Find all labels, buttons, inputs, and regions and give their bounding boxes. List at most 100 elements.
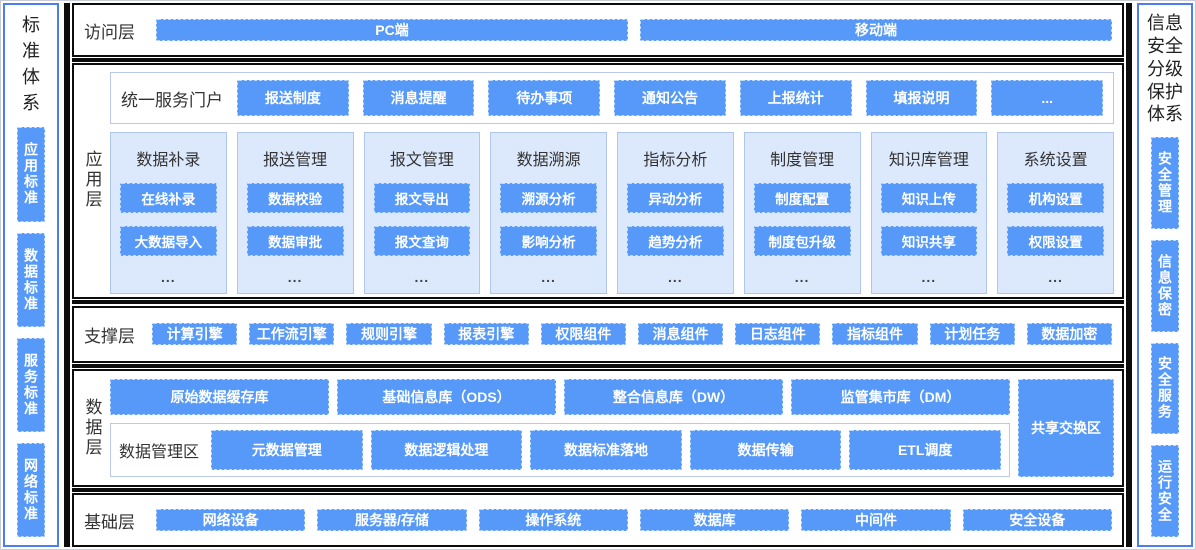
module-more-ellipsis: ...: [668, 269, 683, 286]
data-store-node: 监管集市库（DM）: [791, 378, 1010, 415]
module-more-ellipsis: ...: [287, 269, 303, 286]
layer-access: 访问层 PC端移动端: [72, 3, 1124, 57]
support-node: 指标组件: [832, 323, 918, 345]
standard-item: 服务标准: [17, 337, 45, 432]
module-title: 报送管理: [263, 152, 328, 170]
standard-item: 数据标准: [17, 232, 45, 327]
standards-sidebar: 标准体系 应用标准数据标准服务标准网络标准: [3, 3, 59, 547]
access-node: 移动端: [640, 19, 1112, 41]
data-management-node: ETL调度: [849, 429, 1001, 470]
module-title: 制度管理: [770, 152, 835, 170]
portal-label: 统一服务门户: [121, 90, 223, 110]
module-more-ellipsis: ...: [541, 269, 556, 286]
app-module-column: 制度管理制度配置制度包升级...: [743, 132, 861, 295]
data-stores-area: 原始数据缓存库基础信息库（ODS）整合信息库（DW）监管集市库（DM） 数据管理…: [110, 378, 1010, 477]
module-node: 知识共享: [880, 226, 978, 257]
support-node: 报表引擎: [443, 323, 529, 345]
app-module-column: 数据溯源溯源分析影响分析...: [490, 132, 607, 295]
security-sidebar: 信息安全分级保护体系 安全管理信息保密安全服务运行安全: [1137, 3, 1193, 547]
layer-divider: [72, 58, 1124, 63]
standard-item: 网络标准: [17, 442, 45, 537]
infrastructure-node: 操作系统: [478, 509, 628, 531]
layer-divider: [72, 363, 1124, 368]
security-item: 运行安全: [1151, 445, 1179, 537]
data-management-node: 数据逻辑处理: [370, 429, 523, 470]
app-module-column: 指标分析异动分析趋势分析...: [617, 132, 734, 295]
module-title: 数据溯源: [516, 152, 581, 170]
security-item: 安全管理: [1151, 137, 1179, 229]
standards-sidebar-items: 应用标准数据标准服务标准网络标准: [5, 127, 57, 537]
module-node: 异动分析: [627, 183, 724, 214]
support-node: 工作流引擎: [249, 323, 335, 345]
module-node: 机构设置: [1007, 183, 1104, 214]
security-item: 信息保密: [1151, 239, 1179, 332]
unified-service-portal: 统一服务门户 报送制度消息提醒待办事项通知公告上报统计填报说明...: [110, 72, 1114, 125]
portal-node: 填报说明: [865, 80, 978, 117]
infrastructure-node: 中间件: [801, 509, 951, 531]
data-management-node: 数据传输: [689, 429, 842, 470]
layer-label: 访问层: [84, 22, 135, 42]
support-node: 规则引擎: [346, 323, 432, 345]
layer-divider: [72, 487, 1124, 492]
module-node: 报文查询: [373, 226, 471, 257]
infrastructure-node: 服务器/存储: [317, 509, 467, 531]
module-more-ellipsis: ...: [161, 269, 176, 286]
support-node: 数据加密: [1026, 323, 1113, 345]
portal-node: 待办事项: [488, 80, 601, 117]
support-node: 计划任务: [929, 323, 1015, 345]
access-nodes: PC端移动端: [156, 19, 1112, 41]
portal-node: 报送制度: [237, 80, 349, 117]
application-content: 统一服务门户 报送制度消息提醒待办事项通知公告上报统计填报说明... 数据补录在…: [110, 72, 1114, 295]
module-node: 在线补录: [120, 183, 217, 214]
module-node: 大数据导入: [120, 226, 217, 257]
module-node: 影响分析: [500, 226, 597, 257]
module-node: 趋势分析: [627, 226, 724, 257]
data-management-label: 数据管理区: [119, 443, 200, 461]
application-modules: 数据补录在线补录大数据导入...报送管理数据校验数据审批...报文管理报文导出报…: [110, 132, 1114, 295]
module-title: 知识库管理: [888, 152, 969, 170]
main-layers: 访问层 PC端移动端 应用层 统一服务门户 报送制度消息提醒待办事项通知公告上报…: [64, 3, 1132, 547]
app-module-column: 报送管理数据校验数据审批...: [236, 132, 354, 295]
layer-label: 数据层: [82, 397, 102, 458]
module-node: 数据审批: [246, 226, 344, 257]
layer-label: 应用层: [82, 150, 102, 211]
portal-node: ...: [991, 80, 1104, 117]
portal-node: 通知公告: [614, 80, 726, 117]
module-node: 溯源分析: [500, 183, 597, 214]
layer-support: 支撑层 计算引擎工作流引擎规则引擎报表引擎权限组件消息组件日志组件指标组件计划任…: [72, 305, 1124, 363]
support-node: 计算引擎: [152, 323, 238, 345]
layer-data: 数据层 原始数据缓存库基础信息库（ODS）整合信息库（DW）监管集市库（DM） …: [72, 368, 1124, 487]
module-node: 权限设置: [1007, 226, 1104, 257]
support-nodes: 计算引擎工作流引擎规则引擎报表引擎权限组件消息组件日志组件指标组件计划任务数据加…: [152, 323, 1113, 345]
portal-nodes: 报送制度消息提醒待办事项通知公告上报统计填报说明...: [237, 80, 1104, 117]
layer-divider: [72, 300, 1124, 305]
module-node: 制度配置: [753, 183, 851, 214]
layer-label: 支撑层: [84, 326, 135, 346]
app-module-column: 数据补录在线补录大数据导入...: [110, 132, 227, 295]
module-node: 制度包升级: [753, 226, 851, 257]
share-exchange-zone-node: 共享交换区: [1018, 378, 1114, 477]
data-management-node: 元数据管理: [211, 429, 363, 470]
security-sidebar-items: 安全管理信息保密安全服务运行安全: [1139, 137, 1191, 537]
access-node: PC端: [156, 19, 628, 41]
module-node: 知识上传: [880, 183, 978, 214]
data-store-node: 原始数据缓存库: [110, 378, 329, 415]
data-store-nodes: 原始数据缓存库基础信息库（ODS）整合信息库（DW）监管集市库（DM）: [110, 378, 1010, 415]
module-title: 系统设置: [1023, 152, 1088, 170]
layer-infrastructure: 基础层 网络设备服务器/存储操作系统数据库中间件安全设备: [72, 493, 1124, 547]
app-module-column: 知识库管理知识上传知识共享...: [870, 132, 988, 295]
support-node: 消息组件: [638, 323, 724, 345]
standards-sidebar-title: 标准体系: [22, 15, 40, 114]
standard-item: 应用标准: [17, 127, 45, 222]
module-node: 报文导出: [373, 183, 471, 214]
layer-application: 应用层 统一服务门户 报送制度消息提醒待办事项通知公告上报统计填报说明... 数…: [72, 63, 1124, 300]
module-more-ellipsis: ...: [794, 269, 810, 286]
module-more-ellipsis: ...: [1048, 269, 1063, 286]
module-title: 报文管理: [389, 152, 454, 170]
data-store-node: 整合信息库（DW）: [564, 378, 783, 415]
data-layer-content: 原始数据缓存库基础信息库（ODS）整合信息库（DW）监管集市库（DM） 数据管理…: [110, 378, 1114, 477]
data-store-node: 基础信息库（ODS）: [337, 378, 556, 415]
